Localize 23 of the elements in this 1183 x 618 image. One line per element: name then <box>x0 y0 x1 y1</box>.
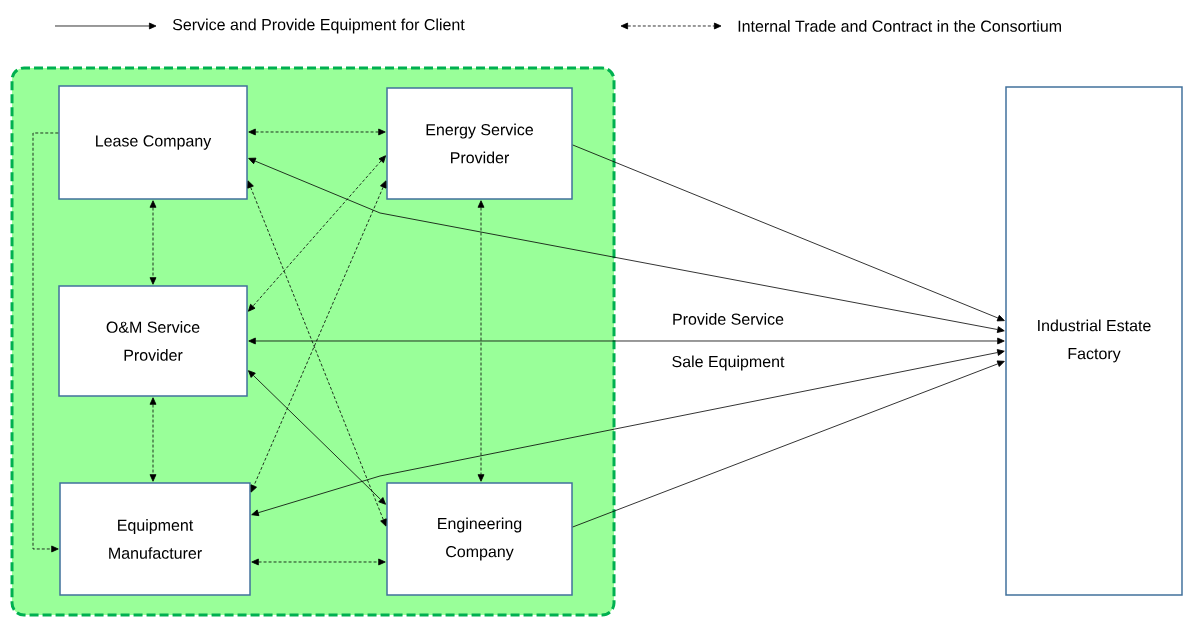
arrow <box>477 200 485 482</box>
legend-text: Internal Trade and Contract in the Consortium <box>738 20 1061 32</box>
process-box: Engineering Company <box>386 482 573 596</box>
arrow <box>251 558 386 566</box>
arrow <box>248 157 1005 333</box>
arrow <box>32 132 59 553</box>
process-box: Industrial Estate Factory <box>1005 86 1183 596</box>
arrow <box>248 128 386 136</box>
arrow <box>248 155 386 312</box>
arrow <box>149 397 157 482</box>
legend-text: Service and Provide Equipment for Client <box>172 18 465 34</box>
arrow <box>248 370 386 505</box>
process-box: O&M Service Provider <box>58 285 248 397</box>
arrow <box>248 337 1005 345</box>
arrow <box>149 200 157 285</box>
process-box: Energy Service Provider <box>386 87 573 200</box>
arrow <box>572 144 1005 322</box>
line-label: Sale Equipment <box>672 355 785 371</box>
line-label: Provide Service <box>673 313 784 325</box>
process-box: Equipment Manufacturer <box>59 482 251 596</box>
arrow <box>572 360 1005 528</box>
arrow <box>251 349 1005 517</box>
process-box: Lease Company <box>58 85 248 200</box>
